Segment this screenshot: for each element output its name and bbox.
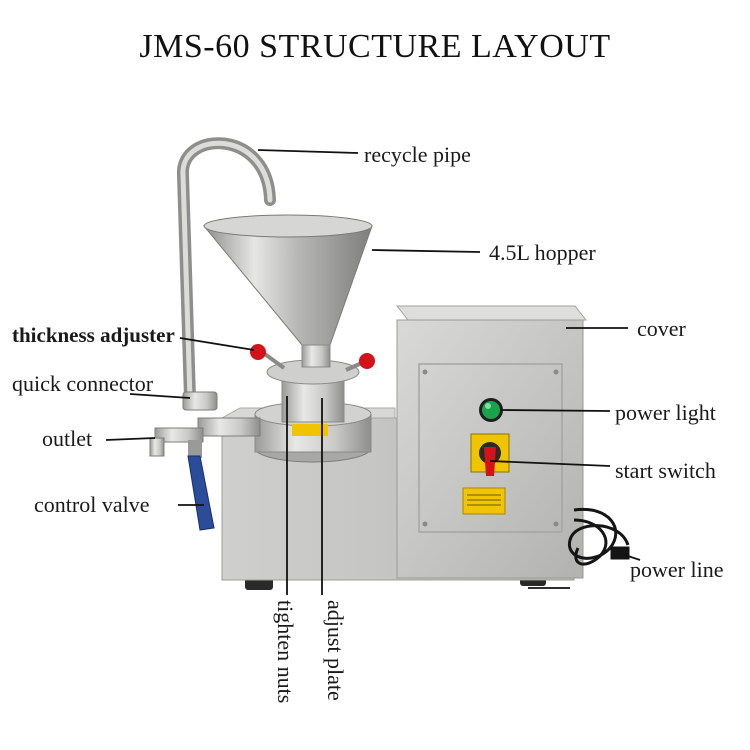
- diagram-title: JMS-60 STRUCTURE LAYOUT: [139, 28, 611, 65]
- label-cover: cover: [637, 316, 686, 341]
- label-tighten-nuts: tighten nuts: [273, 600, 298, 704]
- label-control-valve: control valve: [34, 492, 150, 517]
- power-cord: [568, 507, 630, 566]
- label-start-switch: start switch: [615, 458, 716, 483]
- label-hopper: 4.5L hopper: [489, 240, 596, 265]
- thickness-adjuster-handles: [250, 344, 375, 372]
- quick-connector: [182, 391, 218, 411]
- warning-sticker: [462, 487, 506, 515]
- grinding-head: [254, 359, 372, 463]
- leader-lines: [105, 149, 641, 595]
- label-power-line: power line: [630, 557, 724, 582]
- label-power-light: power light: [615, 400, 716, 425]
- label-outlet: outlet: [42, 426, 93, 451]
- hopper: [202, 214, 373, 368]
- label-adjust-plate: adjust plate: [323, 600, 348, 701]
- recycle-pipe: [177, 137, 276, 404]
- label-quick-connector: quick connector: [12, 371, 154, 396]
- start-switch: [470, 433, 510, 476]
- control-valve: [187, 440, 215, 531]
- label-thickness-adjuster: thickness adjuster: [12, 323, 175, 347]
- label-recycle-pipe: recycle pipe: [364, 142, 471, 167]
- power-light-indicator: [479, 398, 503, 422]
- outlet-pipe: [149, 417, 261, 457]
